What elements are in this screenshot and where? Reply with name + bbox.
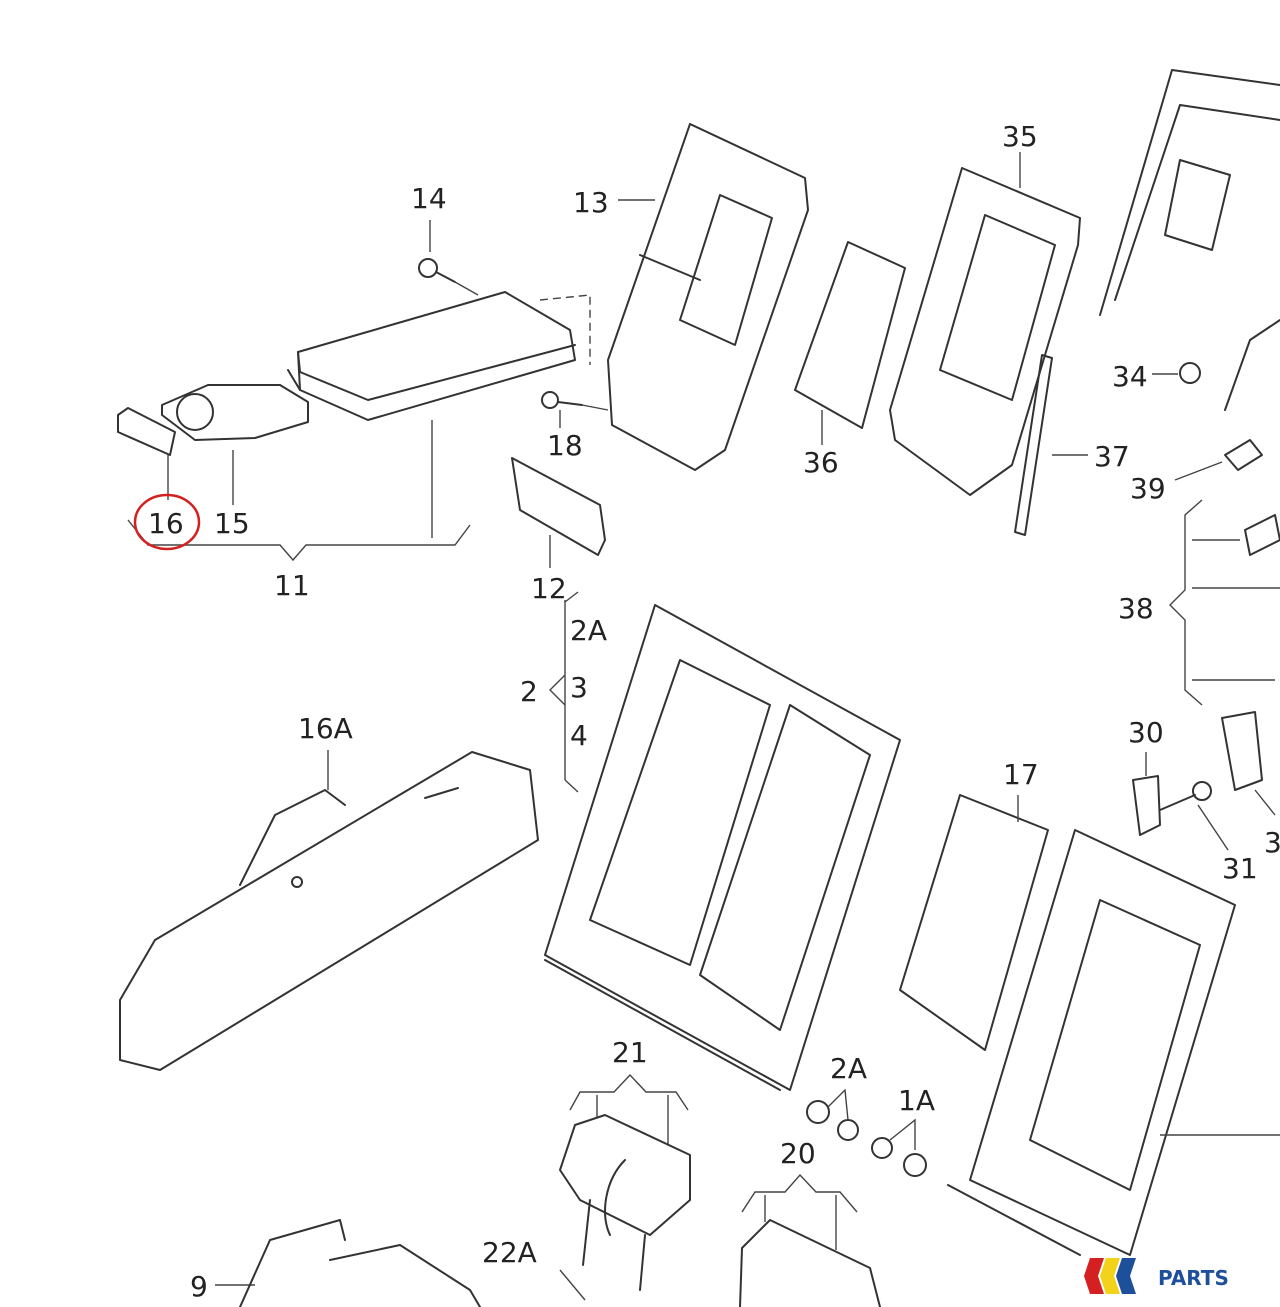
label-39: 39: [1130, 472, 1166, 505]
label-15: 15: [214, 507, 250, 540]
label-35: 35: [1002, 120, 1038, 153]
label-18: 18: [547, 429, 583, 462]
nut-34: [1152, 362, 1201, 384]
label-36: 36: [803, 446, 839, 479]
label-16: 16: [148, 507, 184, 540]
label-31: 31: [1222, 852, 1258, 885]
label-3: 3: [570, 671, 588, 704]
label-2A-top: 2A: [570, 614, 607, 647]
label-11: 11: [274, 569, 310, 602]
armrest-housing-13: [607, 123, 809, 471]
label-13: 13: [573, 186, 609, 219]
cupholder-part: [161, 384, 309, 441]
label-30: 30: [1128, 716, 1164, 749]
label-12: 12: [531, 572, 567, 605]
housing-35: [889, 152, 1081, 496]
label-2: 2: [520, 675, 538, 708]
label-4: 4: [570, 719, 588, 752]
bolt-18: [541, 391, 609, 428]
trim-cover-12: [511, 457, 606, 568]
lll-parts-logo: PARTS: [1084, 1258, 1229, 1294]
bracket-9: [215, 1219, 481, 1307]
label-3-edge: 3: [1264, 826, 1280, 859]
panel-36: [794, 241, 906, 445]
label-16A: 16A: [298, 712, 353, 745]
panel-17: [899, 794, 1049, 1051]
label-21: 21: [612, 1036, 648, 1069]
label-37: 37: [1094, 440, 1130, 473]
label-2A-bottom: 2A: [830, 1052, 867, 1085]
armrest-16A: [119, 750, 539, 1071]
label-1A: 1A: [898, 1084, 935, 1117]
logo-text: PARTS: [1158, 1266, 1229, 1290]
label-14: 14: [411, 182, 447, 215]
clip-39: [1174, 439, 1263, 481]
headrest-21: [559, 1073, 691, 1291]
armrest-lid-part: [287, 291, 591, 421]
label-9: 9: [190, 1270, 208, 1303]
seat-frame-right: [1099, 69, 1280, 411]
label-34: 34: [1112, 360, 1148, 393]
backrest-frame: [544, 591, 901, 1091]
label-17: 17: [1003, 758, 1039, 791]
highlight-circle: [133, 493, 201, 551]
headrest-20: [739, 1173, 881, 1307]
label-38: 38: [1118, 592, 1154, 625]
bolt-14: [418, 220, 479, 296]
strip-37: [1014, 354, 1088, 536]
backrest-frame-2: [947, 829, 1280, 1256]
cover-strip-part: [117, 407, 176, 456]
label-22A: 22A: [482, 1236, 537, 1269]
label-20: 20: [780, 1137, 816, 1170]
